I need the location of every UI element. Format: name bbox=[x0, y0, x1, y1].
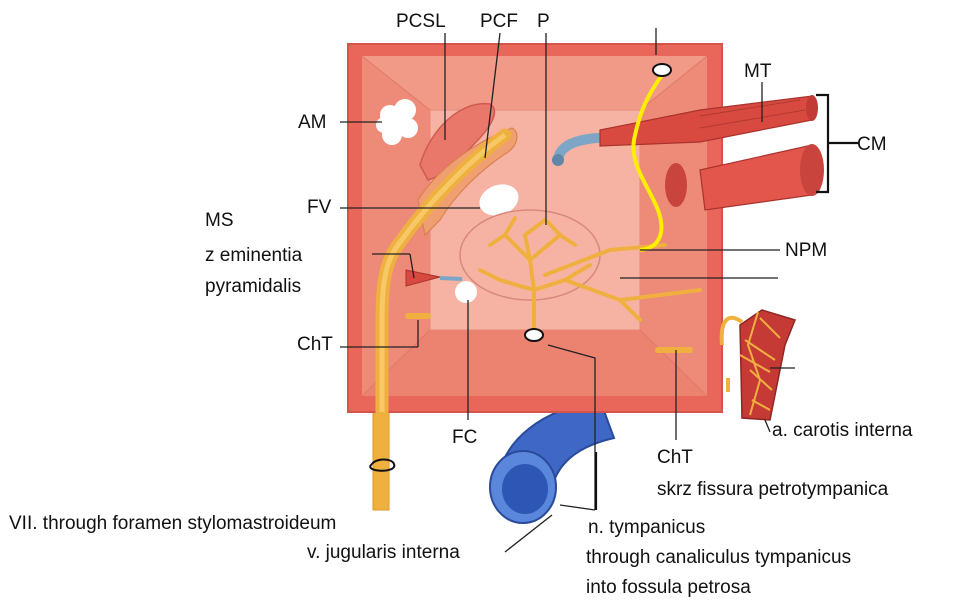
label-tympanicus-2: through canaliculus tympanicus bbox=[586, 547, 851, 568]
label-ms: MS bbox=[205, 210, 234, 231]
label-vii: VII. through foramen stylomastroideum bbox=[9, 513, 336, 534]
label-tympanicus-3: into fossula petrosa bbox=[586, 577, 751, 598]
label-ms-line3: pyramidalis bbox=[205, 276, 301, 297]
label-cht-right-line2: skrz fissura petrotympanica bbox=[657, 479, 889, 500]
label-cht-right: ChT bbox=[657, 447, 693, 468]
label-pcf: PCF bbox=[480, 11, 518, 32]
label-am: AM bbox=[298, 112, 327, 133]
label-pcsl: PCSL bbox=[396, 11, 446, 32]
label-npm: NPM bbox=[785, 240, 827, 261]
label-jugularis: v. jugularis interna bbox=[307, 542, 460, 563]
carotid-artery bbox=[722, 310, 795, 420]
label-carotis: a. carotis interna bbox=[772, 420, 913, 441]
label-fv: FV bbox=[307, 197, 332, 218]
floor-hole bbox=[525, 329, 543, 341]
label-p: P bbox=[537, 11, 550, 32]
label-ms-line2: z eminentia bbox=[205, 245, 303, 266]
upper-hole bbox=[653, 64, 671, 76]
label-fc: FC bbox=[452, 427, 477, 448]
label-cm: CM bbox=[857, 134, 887, 155]
label-cht-left: ChT bbox=[297, 334, 333, 355]
tube-opening bbox=[665, 163, 687, 207]
label-tympanicus-1: n. tympanicus bbox=[588, 517, 705, 538]
round-window bbox=[455, 281, 477, 303]
label-mt: MT bbox=[744, 61, 772, 82]
